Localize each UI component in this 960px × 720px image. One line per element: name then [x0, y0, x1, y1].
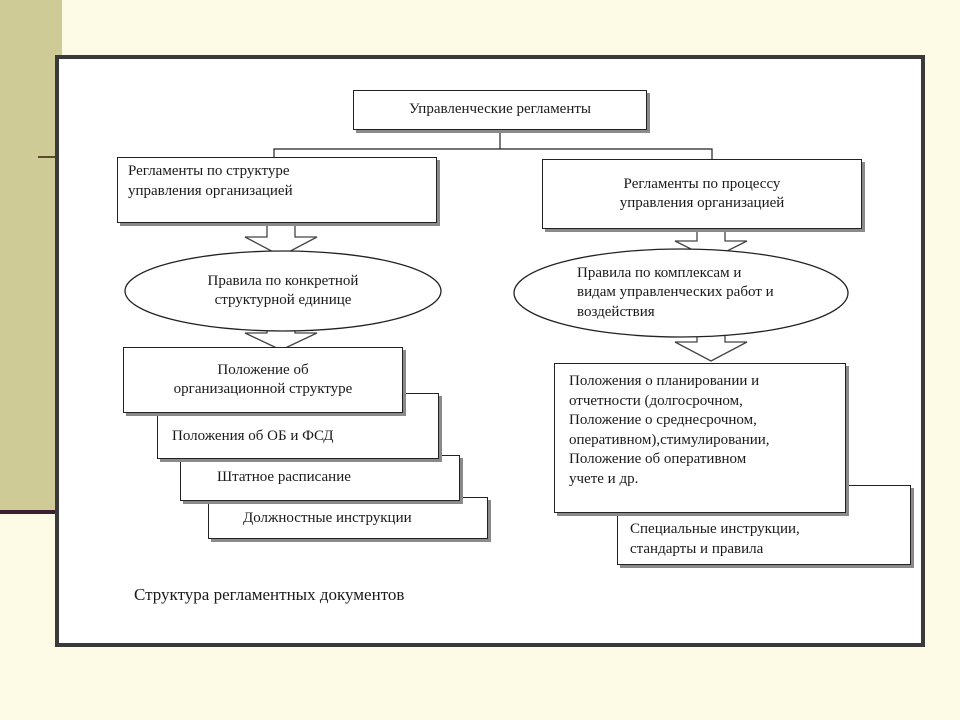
right-header-box: Регламенты по процессу управления органи…: [542, 159, 862, 229]
left-header-box: Регламенты по структуре управления орган…: [117, 157, 437, 223]
right-stack-2-line-2: стандарты и правила: [630, 540, 764, 557]
left-header-line-1: Регламенты по структуре: [128, 163, 290, 179]
right-rules-ellipse: [513, 248, 849, 338]
left-stack-box-3: Штатное расписание: [180, 455, 460, 501]
left-stack-box-1: Положение об организационной структуре: [123, 347, 403, 413]
right-stack-1-line-2: отчетности (долгосрочном,: [569, 392, 743, 409]
arrow-left-1: [244, 224, 318, 257]
diagram-frame: Управленческие регламенты Регламенты по …: [55, 55, 925, 647]
right-header-line-2: управления организацией: [619, 195, 785, 211]
left-stack-1-line-1: Положение об: [217, 361, 309, 378]
connector-layer: [244, 130, 748, 362]
root-box: Управленческие регламенты: [353, 90, 647, 130]
left-stack-1-line-2: организационной структуре: [173, 381, 353, 397]
left-stack-2-line-1: Положения об ОБ и ФСД: [172, 428, 334, 444]
right-stack-2-line-1: Специальные инструкции,: [630, 521, 800, 537]
right-stack-1-line-4: оперативном),стимулировании,: [569, 431, 770, 448]
root-label: Управленческие регламенты: [409, 101, 591, 118]
right-rules-line-2: видам управленческих работ и: [577, 284, 774, 301]
side-decor-strip: [0, 0, 62, 512]
left-rules: Правила по конкретной структурной единиц…: [123, 249, 443, 333]
right-stack-box-1: Положения о планировании и отчетности (д…: [554, 363, 846, 513]
left-stack-4-line-1: Должностные инструкции: [243, 510, 412, 526]
side-decor-tick: [38, 156, 62, 158]
side-decor-line: [0, 510, 62, 514]
left-stack-box-4: Должностные инструкции: [208, 497, 488, 539]
right-rules-line-3: воздействия: [577, 303, 655, 320]
left-rules-line-2: структурной единице: [214, 292, 352, 308]
right-rules-line-1: Правила по комплексам и: [577, 264, 742, 281]
right-stack-1-line-1: Положения о планировании и: [569, 373, 760, 389]
right-stack-1-line-6: учете и др.: [569, 470, 639, 487]
left-stack-3-line-1: Штатное расписание: [217, 469, 351, 485]
right-rules: Правила по комплексам и видам управленче…: [577, 257, 847, 329]
right-stack-1-line-5: Положение об оперативном: [569, 451, 747, 467]
diagram-caption: Структура регламентных документов: [134, 585, 405, 604]
left-header-line-2: управления организацией: [128, 182, 293, 199]
branch-connector: [273, 148, 713, 159]
left-rules-line-1: Правила по конкретной: [207, 272, 359, 289]
left-rules-ellipse: [124, 250, 442, 332]
arrow-right-1: [674, 228, 748, 260]
right-header-line-1: Регламенты по процессу: [623, 175, 781, 192]
right-stack-1-line-3: Положение о среднесрочном,: [569, 412, 757, 428]
